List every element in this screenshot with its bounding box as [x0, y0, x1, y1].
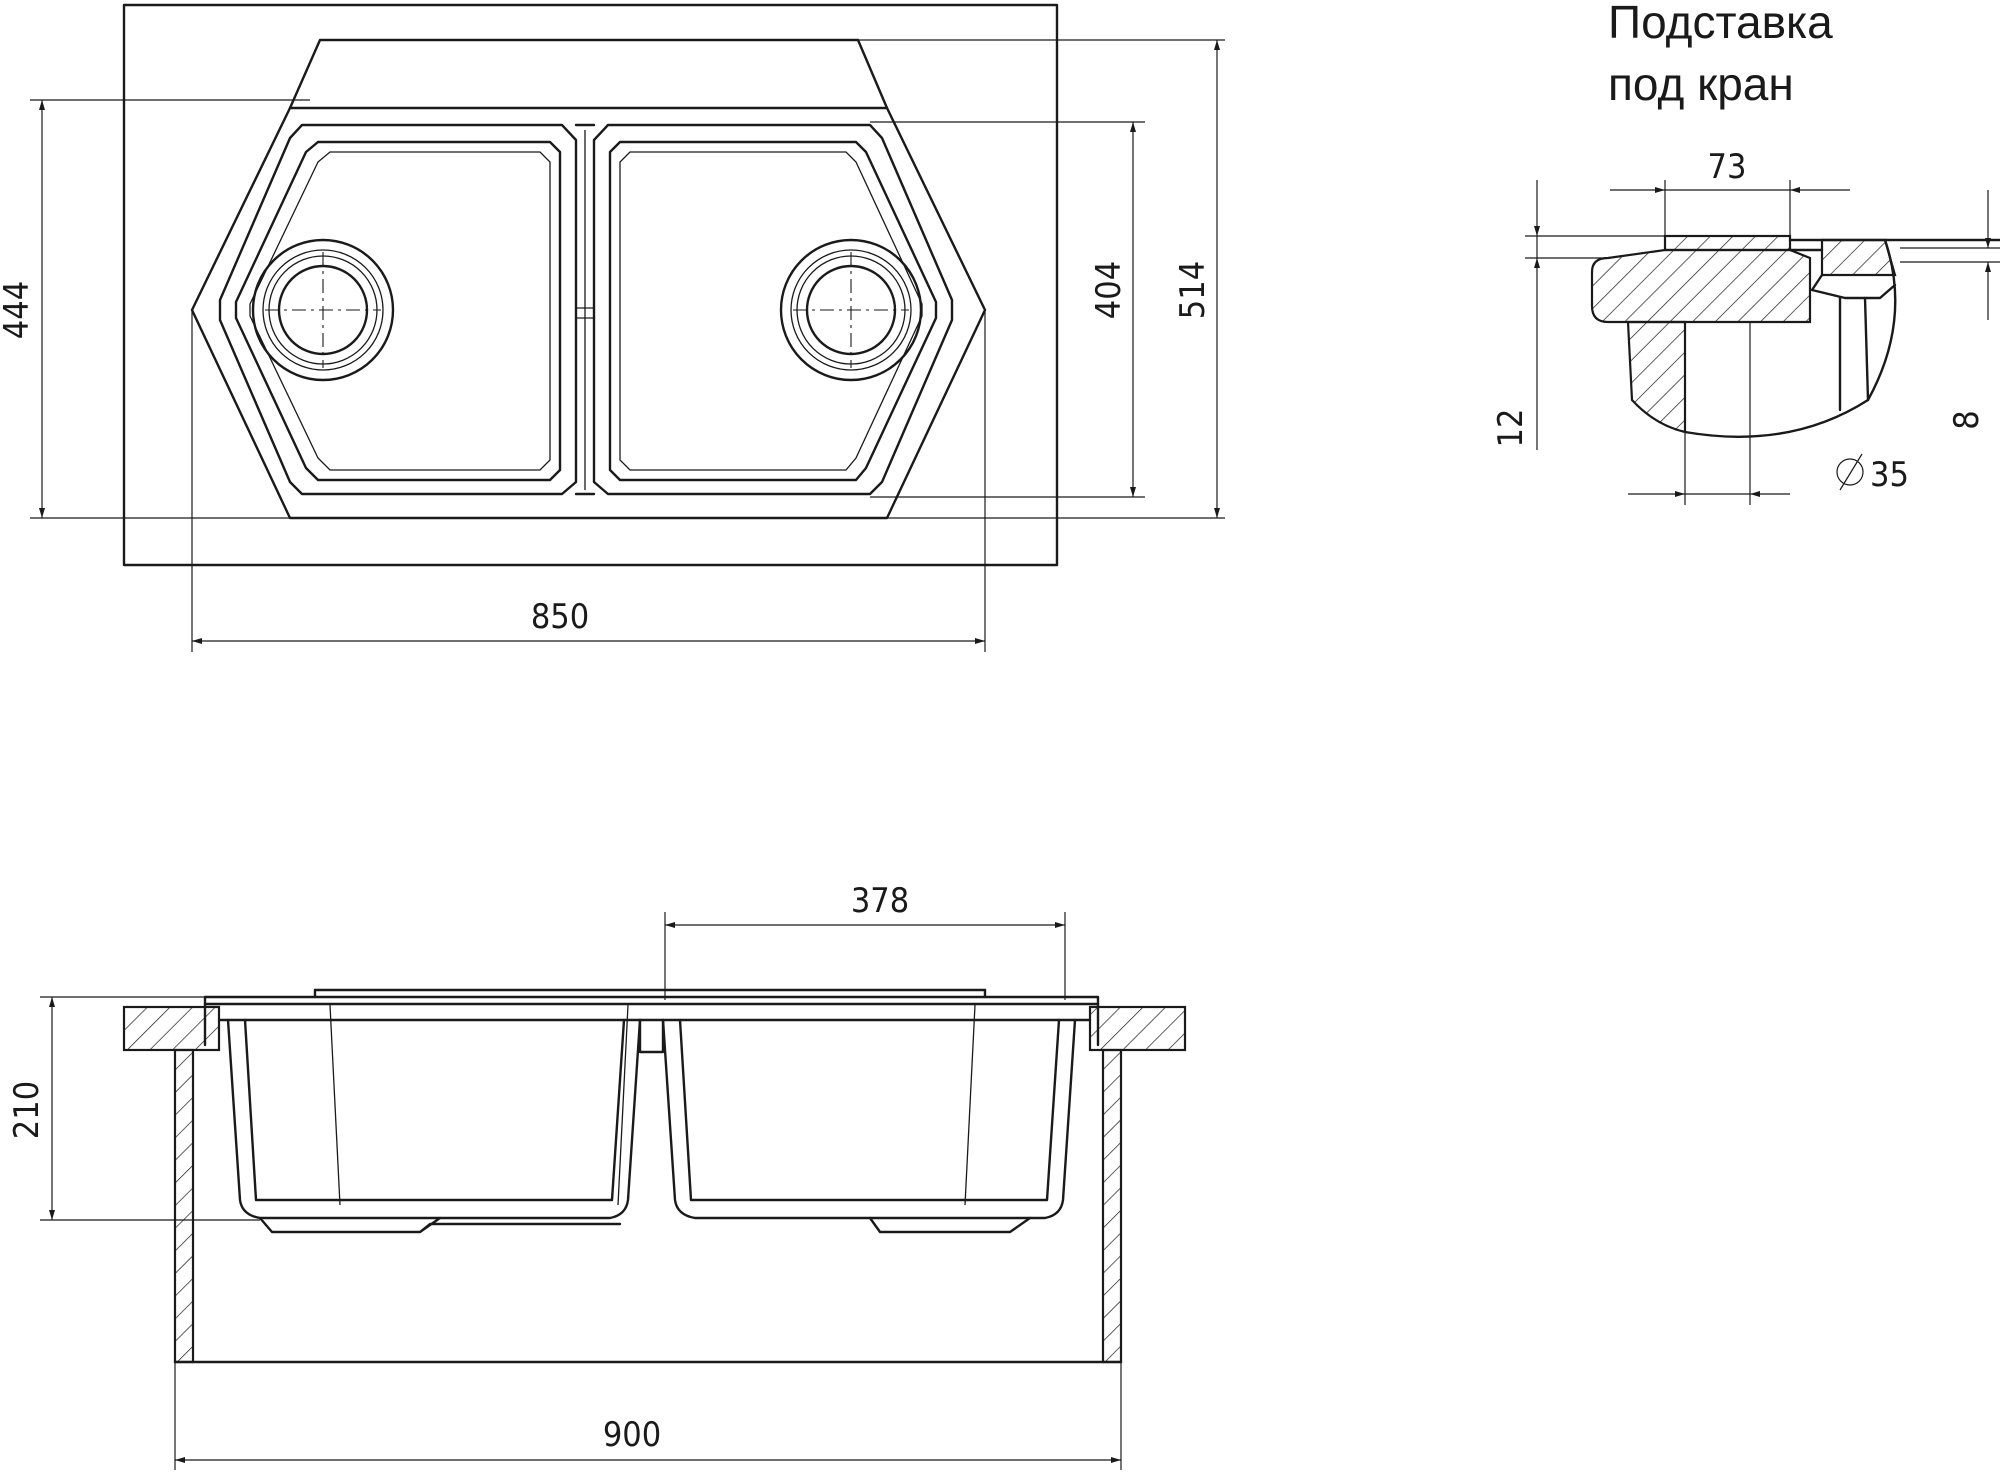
countertop-outline: [122, 3, 1059, 567]
tap-stand-slab: [1590, 248, 1812, 324]
dim-text-8: 8: [1947, 410, 1987, 429]
dim-text-514: 514: [1173, 261, 1213, 319]
right-bowl-inner: [608, 140, 938, 482]
dim-text-444: 444: [0, 281, 37, 339]
section-view: 210 378 900: [7, 881, 1187, 1470]
sink-outer-rim: [190, 38, 987, 520]
tap-stand-label-line1: Подставка: [1608, 0, 1833, 48]
dim-text-35: 35: [1870, 455, 1909, 495]
dim-text-378: 378: [851, 881, 909, 921]
left-bowl-outer: [218, 123, 578, 496]
left-bowl-inner: [234, 140, 562, 482]
tap-stand-label-line2: под кран: [1608, 58, 1794, 110]
dim-text-73: 73: [1708, 147, 1747, 187]
dim-text-210: 210: [7, 1081, 47, 1139]
dim-text-404: 404: [1089, 261, 1129, 319]
left-drain: [251, 238, 395, 382]
cabinet-wall-right: [1101, 1048, 1123, 1364]
countertop-left-section: [122, 1005, 221, 1052]
section-right-bowl: [661, 1018, 1077, 1220]
right-bowl-outer: [592, 123, 954, 496]
cabinet-wall-left: [173, 1048, 195, 1364]
countertop-right-section: [1088, 1005, 1187, 1052]
tap-stand-detail: Подставка под кран: [1491, 0, 2000, 505]
dim-text-12: 12: [1491, 409, 1531, 448]
right-drain: [779, 238, 923, 382]
dim-text-900: 900: [603, 1415, 661, 1455]
dim-text-850: 850: [531, 597, 589, 637]
top-view: 444 404 514 850: [0, 3, 1225, 652]
section-left-bowl: [226, 1018, 642, 1220]
